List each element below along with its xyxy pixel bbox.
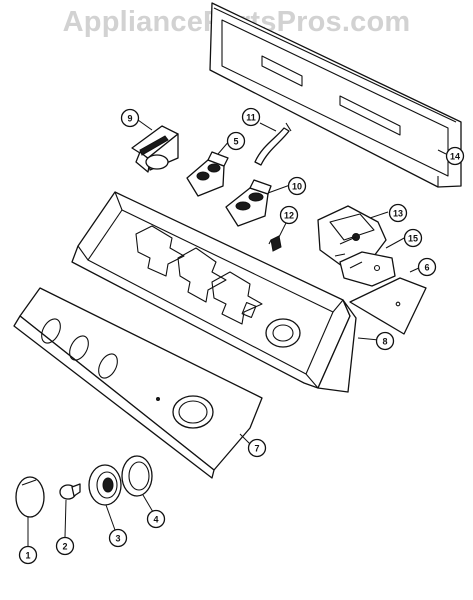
callout-7: 7 <box>247 438 267 458</box>
callout-9: 9 <box>120 108 140 128</box>
part-12-terminal <box>268 235 282 252</box>
callout-label-6: 6 <box>424 263 429 273</box>
callout-11: 11 <box>241 107 261 127</box>
part-4-bezel <box>121 455 153 497</box>
callout-14: 14 <box>445 146 465 166</box>
callout-label-8: 8 <box>382 337 387 347</box>
callout-label-9: 9 <box>127 114 132 124</box>
callout-8: 8 <box>375 331 395 351</box>
callout-2: 2 <box>55 536 75 556</box>
callout-label-15: 15 <box>408 234 418 244</box>
part-10-switch <box>225 179 272 227</box>
callout-label-3: 3 <box>115 534 120 544</box>
part-5-switch <box>186 151 229 197</box>
callout-label-12: 12 <box>284 211 294 221</box>
callout-3: 3 <box>108 528 128 548</box>
callout-label-10: 10 <box>292 182 302 192</box>
part-1-cap <box>15 476 45 518</box>
part-13-timer <box>317 205 387 267</box>
part-14-graphic-panel <box>209 2 462 188</box>
callout-1: 1 <box>18 545 38 565</box>
leader-lines <box>27 119 447 546</box>
callout-label-7: 7 <box>254 444 259 454</box>
callout-6: 6 <box>417 257 437 277</box>
callout-label-13: 13 <box>393 209 403 219</box>
callout-label-11: 11 <box>246 113 256 123</box>
callout-12: 12 <box>279 205 299 225</box>
part-2-shaft <box>59 483 81 500</box>
part-7-front-panel <box>13 287 263 479</box>
part-9-knob <box>131 125 179 173</box>
callout-5: 5 <box>226 131 246 151</box>
part-8-console <box>71 191 357 393</box>
part-15-bracket <box>339 251 396 287</box>
callout-label-2: 2 <box>62 542 67 552</box>
callout-label-4: 4 <box>153 515 158 525</box>
callout-15: 15 <box>403 228 423 248</box>
part-6-plate <box>349 277 427 335</box>
callout-10: 10 <box>287 176 307 196</box>
callout-label-1: 1 <box>25 551 30 561</box>
callout-label-14: 14 <box>450 152 460 162</box>
callout-label-5: 5 <box>233 137 238 147</box>
callout-4: 4 <box>146 509 166 529</box>
part-11-hose <box>254 122 292 166</box>
callout-13: 13 <box>388 203 408 223</box>
part-3-ring <box>88 464 122 506</box>
